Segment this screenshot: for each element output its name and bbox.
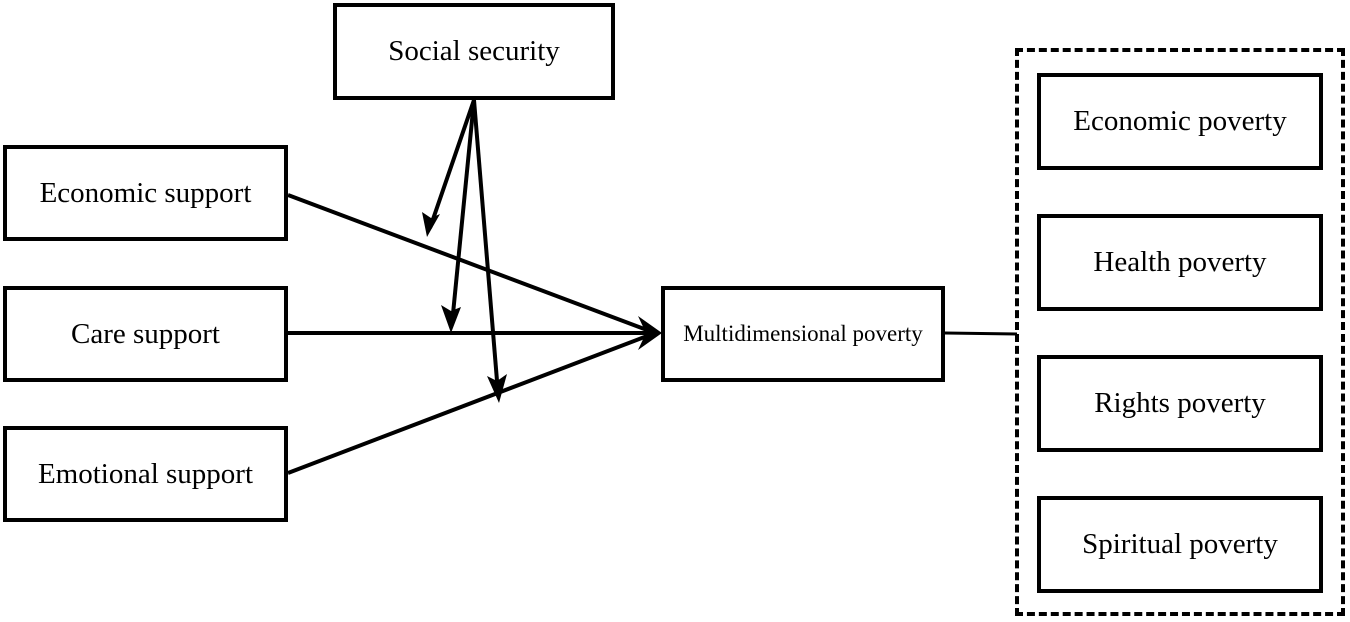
moderator-arrowhead-care xyxy=(441,305,461,333)
multidimensional-poverty-node: Multidimensional poverty xyxy=(661,286,945,382)
economic-support-node: Economic support xyxy=(3,145,288,241)
economic-poverty-node: Economic poverty xyxy=(1037,73,1323,170)
moderator-arrow-care xyxy=(450,99,476,325)
moderator-arrow-economic xyxy=(428,99,476,229)
arrowhead-into-poverty xyxy=(638,316,662,350)
arrow-economic-to-poverty xyxy=(287,193,656,335)
social-security-node: Social security xyxy=(333,3,615,100)
poverty-dimensions-group xyxy=(1015,48,1345,616)
moderator-arrow-emotional xyxy=(472,99,500,394)
arrow-emotional-to-poverty xyxy=(287,331,656,475)
care-support-node: Care support xyxy=(3,286,288,382)
link-poverty-to-dimensions xyxy=(944,331,1018,336)
rights-poverty-node: Rights poverty xyxy=(1037,355,1323,452)
emotional-support-node: Emotional support xyxy=(3,426,288,522)
spiritual-poverty-node: Spiritual poverty xyxy=(1037,496,1323,593)
moderator-arrowhead-emotional xyxy=(487,374,507,403)
health-poverty-node: Health poverty xyxy=(1037,214,1323,311)
moderator-arrowhead-economic xyxy=(422,212,440,237)
